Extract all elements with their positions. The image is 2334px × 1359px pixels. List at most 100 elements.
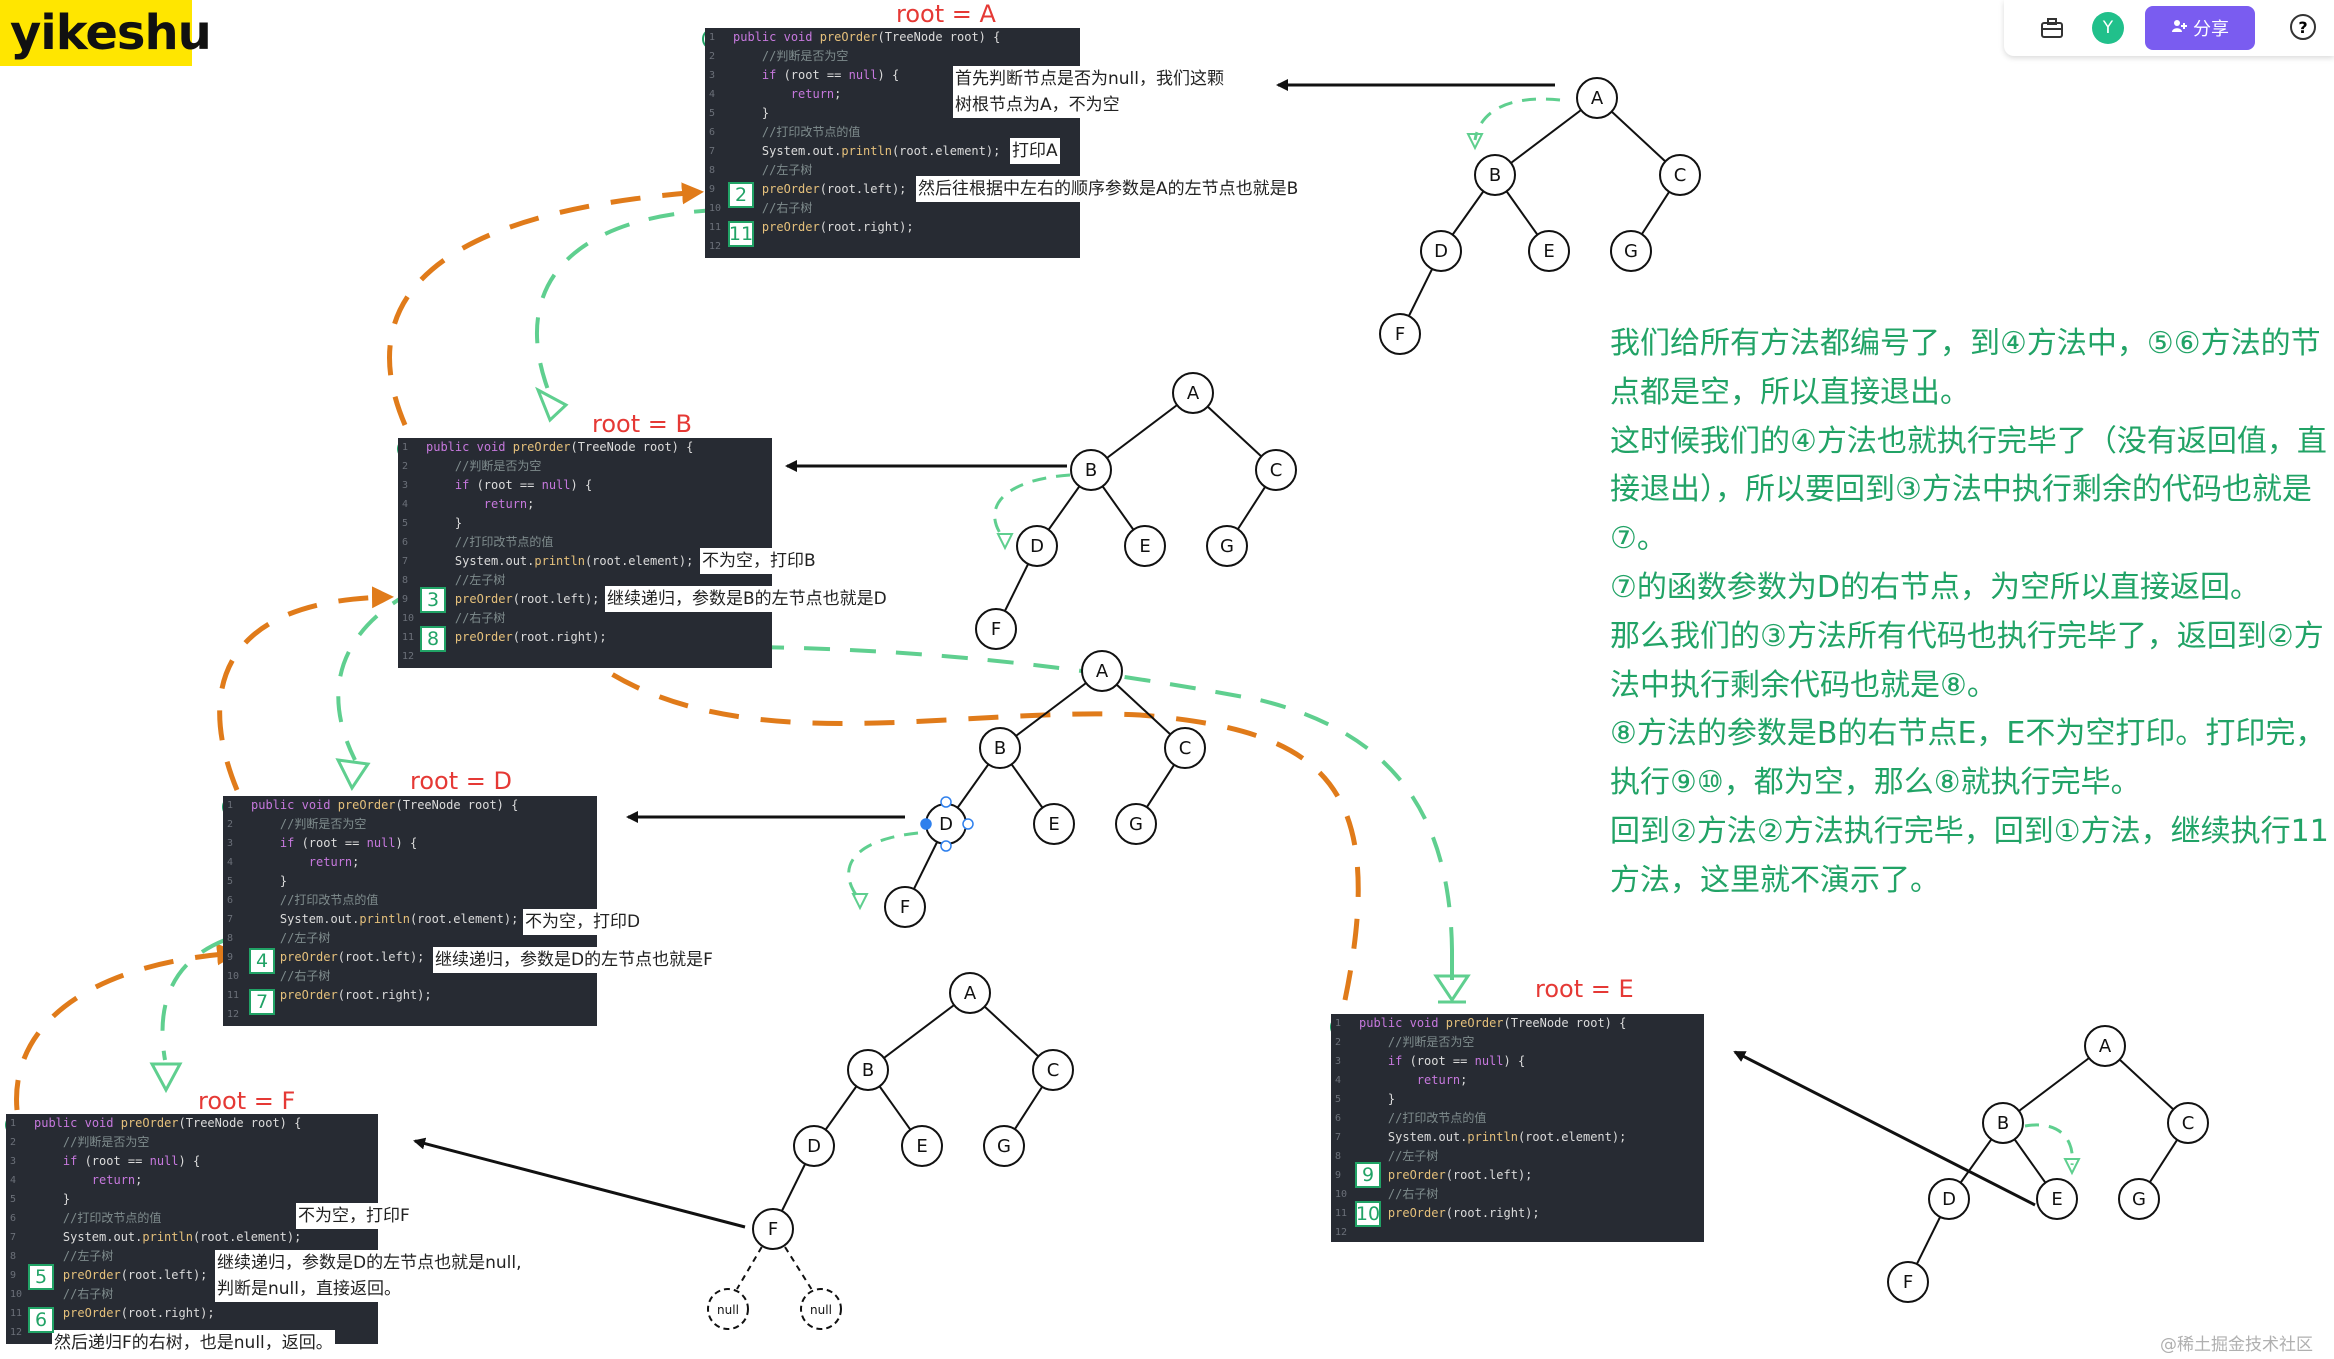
tree-edge bbox=[2002, 1045, 2106, 1124]
user-add-icon bbox=[2171, 18, 2187, 39]
line-number: 8 bbox=[402, 575, 409, 586]
code-line: 9 preOrder(root.left); bbox=[705, 180, 1080, 199]
code-line: 11 preOrder(root.right); bbox=[398, 628, 772, 647]
line-number: 11 bbox=[227, 990, 240, 1001]
tree-node-f bbox=[1379, 313, 1421, 355]
tree-node-label: E bbox=[1139, 536, 1150, 557]
code-text: if (root == null) { bbox=[62, 1154, 201, 1168]
code-text: } bbox=[426, 516, 463, 530]
code-text: //右子树 bbox=[251, 969, 331, 983]
line-number: 9 bbox=[709, 184, 716, 195]
green-curl-arrow bbox=[1473, 97, 1561, 141]
step-badge-11: 11 bbox=[728, 221, 754, 247]
tree-node-label: C bbox=[1047, 1060, 1060, 1081]
line-number: 2 bbox=[227, 819, 234, 830]
step-badge-7: 7 bbox=[249, 989, 275, 1015]
tree-node-b bbox=[1070, 449, 1112, 491]
line-number: 7 bbox=[709, 146, 716, 157]
selection-handle[interactable] bbox=[920, 818, 932, 830]
tree-node-g bbox=[2118, 1178, 2160, 1220]
line-number: 11 bbox=[402, 632, 415, 643]
code-text: return; bbox=[483, 497, 535, 511]
line-number: 9 bbox=[227, 952, 234, 963]
line-number: 4 bbox=[709, 89, 716, 100]
code-line: 8 //左子树 bbox=[398, 571, 772, 590]
green-curl-arrow bbox=[2024, 1123, 2074, 1166]
tree-node-b bbox=[847, 1049, 889, 1091]
tree-node-label: E bbox=[2051, 1189, 2062, 1210]
step-badge-8: 8 bbox=[420, 626, 446, 652]
green-arrowhead-D bbox=[335, 758, 371, 791]
tree-node-a bbox=[2084, 1025, 2126, 1067]
code-text: return; bbox=[308, 855, 360, 869]
code-text: preOrder(root.right); bbox=[1387, 1206, 1540, 1220]
tree-node-label: A bbox=[2099, 1036, 2112, 1057]
code-line: 11 preOrder(root.right); bbox=[6, 1304, 378, 1323]
code-text: return; bbox=[1416, 1073, 1468, 1087]
code-line: 5 } bbox=[705, 104, 1080, 123]
tree-node-label: G bbox=[1129, 814, 1143, 835]
code-line: 3 if (root == null) { bbox=[1331, 1052, 1704, 1071]
user-avatar[interactable]: Y bbox=[2092, 12, 2124, 44]
code-text: } bbox=[1359, 1092, 1396, 1106]
code-line: 4 return; bbox=[223, 853, 597, 872]
step-badge-5: 5 bbox=[28, 1264, 54, 1290]
code-line: 2 //判断是否为空 bbox=[223, 815, 597, 834]
line-number: 4 bbox=[402, 499, 409, 510]
code-text: } bbox=[251, 874, 288, 888]
null-edge bbox=[784, 1246, 813, 1290]
code-text: System.out.println(root.element); bbox=[426, 554, 694, 568]
tree-node-label: F bbox=[1903, 1272, 1913, 1293]
line-number: 3 bbox=[227, 838, 234, 849]
watermark: @稀土掘金技术社区 bbox=[2160, 1335, 2313, 1355]
tree-node-c bbox=[1164, 727, 1206, 769]
code-text: return; bbox=[790, 87, 842, 101]
tree-node-g bbox=[1610, 230, 1652, 272]
tree-node-c bbox=[1255, 449, 1297, 491]
help-icon[interactable]: ? bbox=[2290, 14, 2316, 40]
tree-node-f bbox=[975, 608, 1017, 650]
code-line: 8 //左子树 bbox=[1331, 1147, 1704, 1166]
tree-node-e bbox=[2036, 1178, 2078, 1220]
code-text: preOrder(root.left); bbox=[761, 182, 907, 196]
orange-call-arrow-3 bbox=[217, 586, 394, 791]
note-F-right-null: 然后递归F的右树，也是null，返回。 bbox=[52, 1330, 335, 1356]
code-line: 12 bbox=[223, 1005, 597, 1024]
tree-node-g bbox=[1115, 803, 1157, 845]
selection-handle[interactable] bbox=[940, 840, 952, 852]
line-number: 6 bbox=[227, 895, 234, 906]
tree-edge bbox=[999, 670, 1103, 749]
null-node bbox=[800, 1288, 842, 1330]
line-number: 1 bbox=[1335, 1018, 1342, 1029]
note-A-null-check: 首先判断节点是否为null，我们这颗 树根节点为A，不为空 bbox=[953, 66, 1226, 118]
explanation-paragraph: ⑦的函数参数为D的右节点，为空所以直接返回。 bbox=[1610, 569, 2260, 605]
code-line: 5 } bbox=[6, 1190, 378, 1209]
toolbox-icon[interactable] bbox=[2038, 14, 2066, 42]
code-line: 6 //打印改节点的值 bbox=[398, 533, 772, 552]
code-line: 11 preOrder(root.right); bbox=[223, 986, 597, 1005]
line-number: 5 bbox=[10, 1194, 17, 1205]
green-arrow-to-D bbox=[336, 588, 416, 761]
line-number: 11 bbox=[709, 222, 722, 233]
share-button[interactable]: 分享 bbox=[2145, 6, 2255, 50]
tree-node-label: E bbox=[1543, 241, 1554, 262]
selection-handle[interactable] bbox=[962, 818, 974, 830]
line-number: 2 bbox=[402, 461, 409, 472]
code-text: //左子树 bbox=[426, 573, 506, 587]
tree-node-label: D bbox=[1434, 241, 1448, 262]
green-curl-arrow bbox=[993, 473, 1071, 541]
tree-node-label: A bbox=[964, 983, 977, 1004]
tree-node-label: G bbox=[997, 1136, 1011, 1157]
code-text: //判断是否为空 bbox=[251, 817, 367, 831]
code-text: preOrder(root.right); bbox=[761, 220, 914, 234]
tree-node-d bbox=[1928, 1178, 1970, 1220]
tree-node-c bbox=[1032, 1049, 1074, 1091]
line-number: 7 bbox=[1335, 1132, 1342, 1143]
code-line: 5 } bbox=[223, 872, 597, 891]
step-badge-4: 4 bbox=[249, 948, 275, 974]
tree-node-label: G bbox=[1624, 241, 1638, 262]
selection-handle[interactable] bbox=[940, 796, 952, 808]
step-badge-6: 6 bbox=[28, 1307, 54, 1333]
